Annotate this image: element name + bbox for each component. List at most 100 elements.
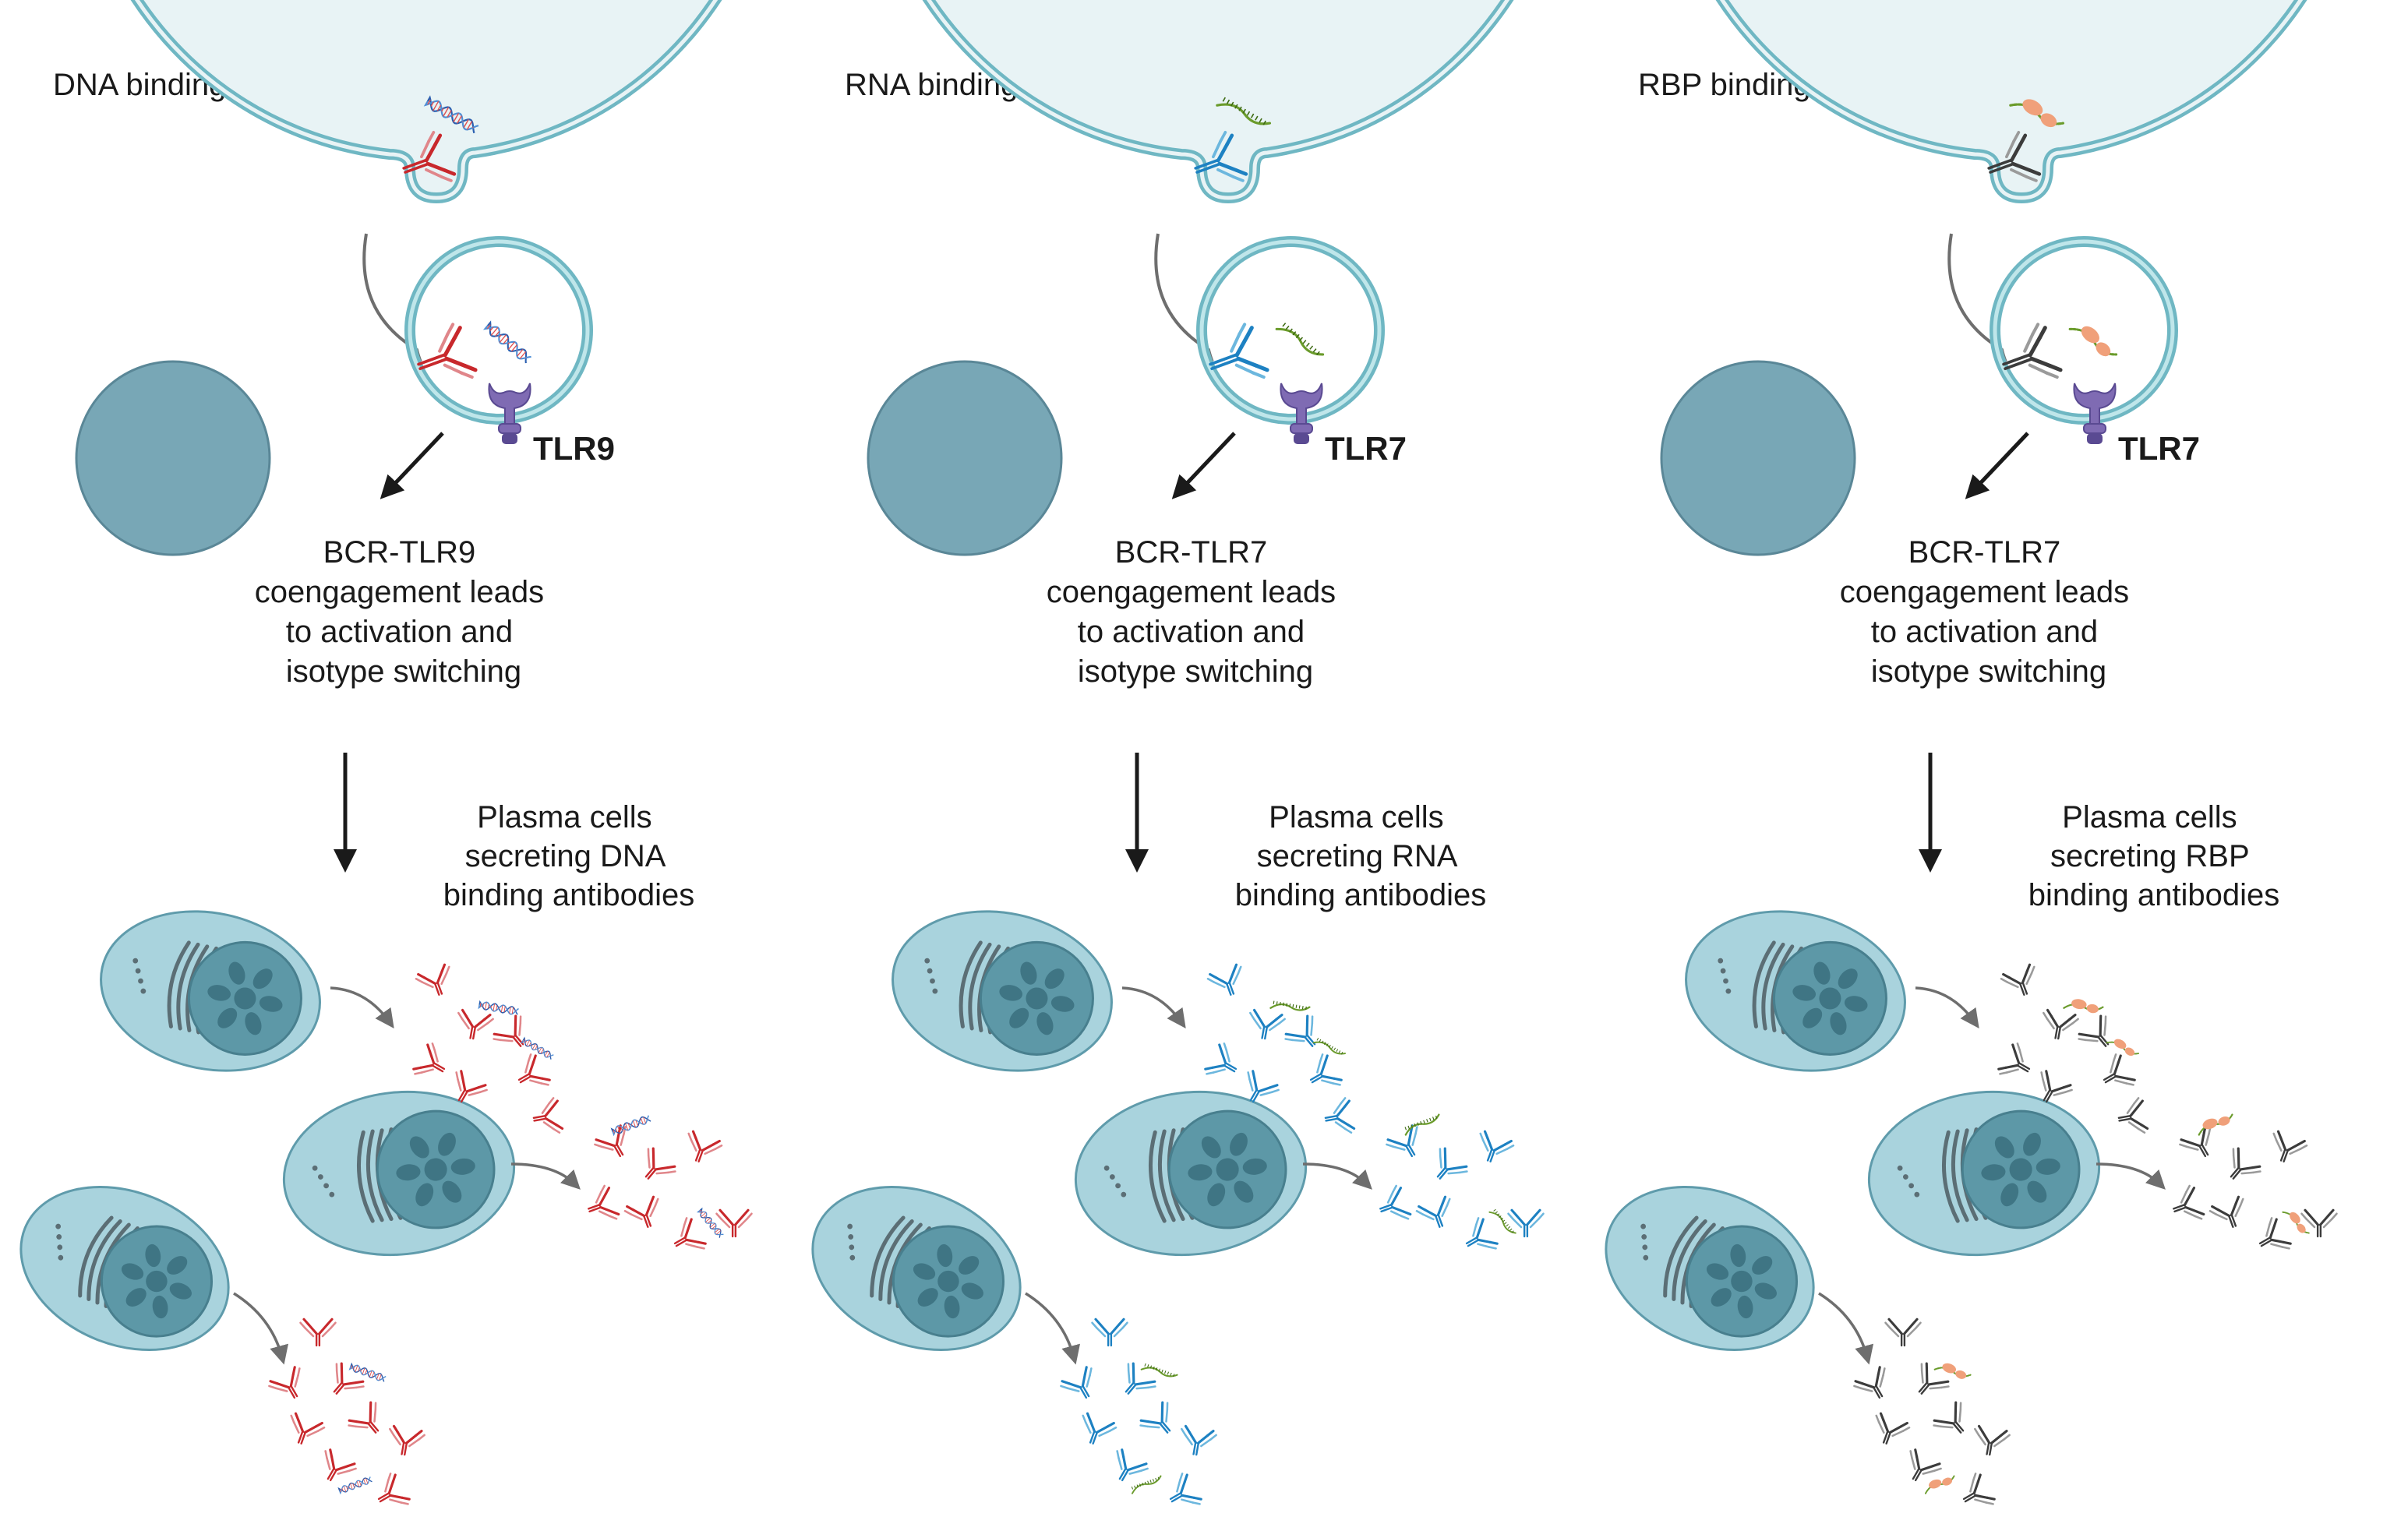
secretion-arrow — [510, 1162, 581, 1190]
nucleus — [1660, 360, 1856, 556]
antibody-icon — [1060, 1366, 1093, 1399]
antibody-icon — [2258, 1217, 2292, 1250]
antibody-icon — [517, 1053, 551, 1086]
activation-arrow — [380, 432, 444, 499]
plasma-cell-icon — [1867, 1090, 2101, 1257]
tlr-label: TLR7 — [2118, 430, 2200, 467]
plasma-cells — [19, 910, 516, 1352]
plasma-cell-icon — [892, 910, 1113, 1072]
dna-icon — [482, 320, 531, 364]
tlr-icon — [1280, 383, 1323, 444]
antibody-icon — [1209, 323, 1269, 379]
antibody-icon — [2173, 1184, 2205, 1220]
antibody-icon — [1116, 1448, 1149, 1482]
plasma-text: Plasma cells secreting RBP binding antib… — [2028, 800, 2279, 912]
antibody-icon — [2230, 1147, 2261, 1180]
internalizing-bcr — [402, 95, 479, 182]
antibody-icon — [1974, 1424, 2011, 1456]
endosome-bcr — [1209, 323, 1325, 379]
antibody-icon — [644, 1147, 676, 1180]
antibody-icon — [1125, 1362, 1156, 1395]
secretion-arrow — [1025, 1292, 1081, 1365]
rna-icon — [1488, 1208, 1516, 1234]
rbp-icon — [1924, 1475, 1955, 1494]
secretion-arrow — [1121, 986, 1186, 1028]
tlr-label: TLR7 — [1325, 430, 1407, 467]
activation-arrow — [1171, 432, 1236, 499]
antibody-icon — [1324, 1097, 1356, 1134]
antibody-icon — [1249, 1008, 1286, 1040]
antibody-icon — [299, 1318, 337, 1347]
plasma-cell-icon — [282, 1090, 516, 1257]
plasma-cell-icon — [1074, 1090, 1308, 1257]
dna-icon — [521, 1036, 554, 1060]
antibody-icon — [1933, 1401, 1965, 1434]
rbp-icon — [2068, 326, 2118, 357]
antibody-icon — [1379, 1184, 1412, 1220]
antibody-icon — [2179, 1124, 2212, 1158]
antibody-icon — [1918, 1362, 1950, 1395]
rna-icon — [1312, 1038, 1347, 1055]
antibody-icon — [412, 1042, 446, 1075]
activation-text: BCR-TLR7 coengagement leads to activatio… — [1047, 535, 1345, 689]
antibody-icon — [1386, 1124, 1418, 1158]
antibody-icon — [715, 1208, 753, 1238]
dna-icon — [696, 1207, 724, 1238]
antibody-icon — [268, 1366, 301, 1399]
secretion-arrow — [330, 986, 394, 1028]
tlr-receptor — [1280, 383, 1323, 444]
rna-icon — [1216, 97, 1272, 125]
antibody-icon — [2000, 963, 2036, 996]
plasma-cell-icon — [19, 1185, 230, 1352]
nucleus — [867, 360, 1063, 556]
antibody-icon — [1436, 1147, 1468, 1180]
rbp-icon — [2106, 1039, 2140, 1056]
antibody-icon — [415, 963, 450, 996]
endosome-bcr — [2002, 323, 2118, 379]
antibody-icon — [1194, 130, 1248, 182]
antibody-icon — [2040, 1070, 2073, 1103]
antibody-icon — [1204, 1042, 1238, 1075]
antibody-icon — [2209, 1195, 2244, 1228]
tlr-icon — [2073, 383, 2117, 444]
rna-icon — [1275, 323, 1325, 356]
dna-icon — [423, 95, 479, 134]
internalizing-bcr — [1987, 99, 2065, 182]
antibody-icon — [377, 1473, 411, 1505]
antibody-icon — [493, 1014, 524, 1047]
antibody-icon — [348, 1401, 380, 1434]
antibody-icon — [1507, 1208, 1545, 1238]
antibody-icon — [1206, 963, 1242, 996]
antibody-icon — [2103, 1053, 2136, 1086]
plasma-cell-icon — [1605, 1185, 1815, 1352]
antibody-icon — [673, 1217, 707, 1250]
rbp-icon — [2282, 1211, 2310, 1234]
antibody-icon — [1962, 1473, 1996, 1505]
activation-text: BCR-TLR7 coengagement leads to activatio… — [1840, 535, 2138, 689]
antibody-icon — [532, 1097, 564, 1134]
antibody-icon — [1181, 1424, 1217, 1456]
tlr-label: TLR9 — [533, 430, 615, 467]
antibody-icon — [588, 1184, 620, 1220]
antibody-icon — [2043, 1008, 2079, 1040]
secreted-antibodies — [233, 963, 753, 1505]
antibody-icon — [1169, 1473, 1202, 1505]
dna-icon — [337, 1476, 372, 1495]
internalizing-bcr — [1194, 97, 1272, 182]
secretion-arrow — [1818, 1292, 1874, 1365]
plasma-cell-icon — [100, 910, 321, 1072]
antibody-icon — [1479, 1130, 1515, 1162]
antibody-icon — [1247, 1070, 1280, 1103]
secretion-arrow — [233, 1292, 289, 1365]
panel-dna: DNA binding BCR TLR9 BCR-TLR9 coengageme… — [19, 0, 753, 1505]
antibody-icon — [2078, 1014, 2110, 1047]
antibody-icon — [1415, 1195, 1451, 1228]
dna-icon — [610, 1115, 651, 1137]
antibody-icon — [1284, 1014, 1316, 1047]
antibody-icon — [1853, 1366, 1886, 1399]
secreted-antibodies — [1025, 963, 1545, 1505]
antibody-icon — [333, 1362, 365, 1395]
antibody-icon — [2272, 1130, 2308, 1162]
rna-icon — [1404, 1113, 1440, 1136]
